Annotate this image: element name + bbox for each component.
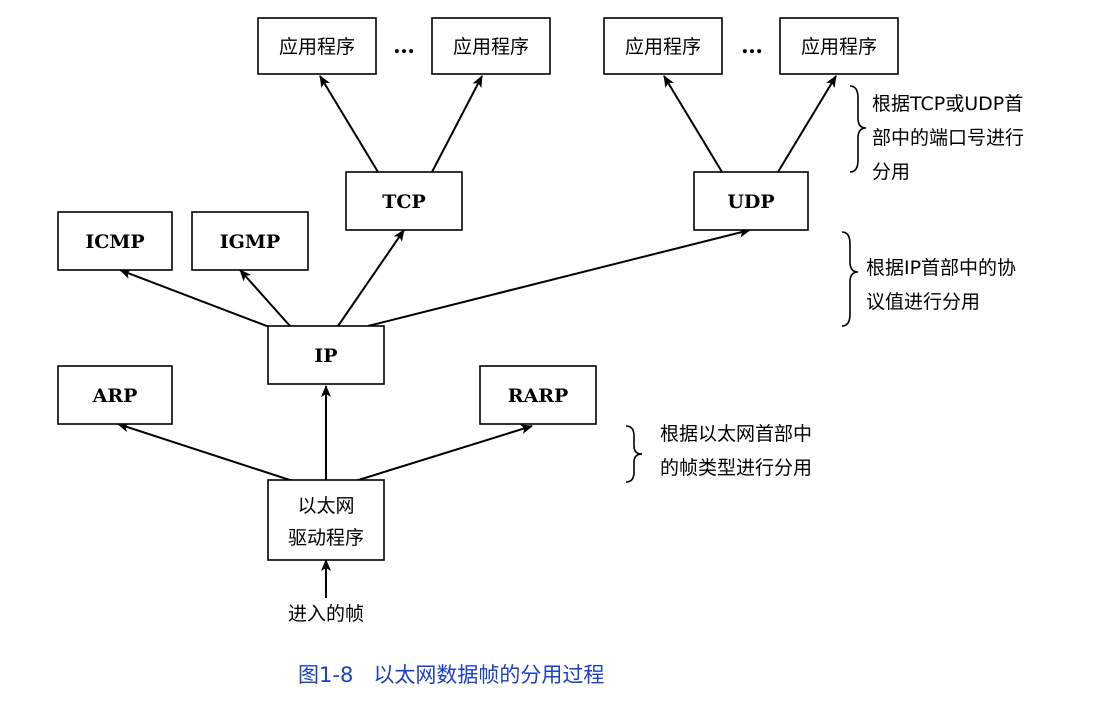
udp-box: UDP: [693, 171, 809, 231]
edge-ip-to-udp: [367, 227, 751, 327]
igmp-label: IGMP: [220, 231, 280, 253]
app-box-4: 应用程序: [779, 17, 899, 75]
edge-udp-to-app3: [663, 75, 723, 173]
brace-bottom: [625, 425, 643, 483]
icmp-label: ICMP: [85, 231, 144, 253]
driver-label-line2: 驱动程序: [288, 527, 364, 549]
edge-ip-to-igmp: [239, 269, 291, 327]
driver-label-line1: 以太网: [297, 495, 354, 517]
note-bottom-line2: 的帧类型进行分用: [660, 457, 812, 479]
edge-ip-to-tcp: [337, 229, 405, 327]
app-label-2: 应用程序: [453, 36, 529, 58]
edge-driver-to-arp: [117, 422, 297, 483]
edge-driver-to-rarp: [351, 424, 533, 483]
figure-caption: 图1-8 以太网数据帧的分用过程: [298, 663, 604, 687]
rarp-label: RARP: [508, 385, 569, 407]
udp-label: UDP: [727, 191, 774, 213]
ip-box: IP: [267, 325, 385, 385]
app-label-4: 应用程序: [801, 36, 877, 58]
arp-label: ARP: [92, 385, 138, 407]
tcp-label: TCP: [382, 191, 426, 213]
note-bottom-line1: 根据以太网首部中: [660, 423, 812, 445]
note-middle-line2: 议值进行分用: [866, 291, 980, 313]
note-middle-line1: 根据IP首部中的协: [866, 257, 1016, 279]
brace-middle: [841, 231, 859, 327]
note-top-line2: 部中的端口号进行: [872, 127, 1024, 149]
app-label-3: 应用程序: [625, 36, 701, 58]
edge-ip-to-icmp: [119, 269, 273, 329]
edge-tcp-to-app1: [319, 75, 379, 173]
edge-udp-to-app4: [777, 75, 837, 173]
ethernet-driver-box: 以太网 驱动程序: [267, 479, 385, 561]
app-ellipsis-right: …: [741, 33, 763, 59]
rarp-box: RARP: [479, 365, 597, 425]
app-box-3: 应用程序: [603, 17, 723, 75]
app-label-1: 应用程序: [279, 36, 355, 58]
brace-top: [849, 85, 867, 173]
igmp-box: IGMP: [191, 211, 309, 271]
edge-tcp-to-app2: [431, 75, 483, 173]
app-ellipsis-left: …: [393, 33, 415, 59]
app-box-1: 应用程序: [257, 17, 377, 75]
note-top-line3: 分用: [872, 161, 910, 183]
incoming-frame-label: 进入的帧: [288, 603, 364, 625]
app-box-2: 应用程序: [431, 17, 551, 75]
icmp-box: ICMP: [57, 211, 173, 271]
note-top-line1: 根据TCP或UDP首: [872, 93, 1023, 115]
arp-box: ARP: [57, 365, 173, 425]
ip-label: IP: [314, 345, 337, 367]
tcp-box: TCP: [345, 171, 463, 231]
